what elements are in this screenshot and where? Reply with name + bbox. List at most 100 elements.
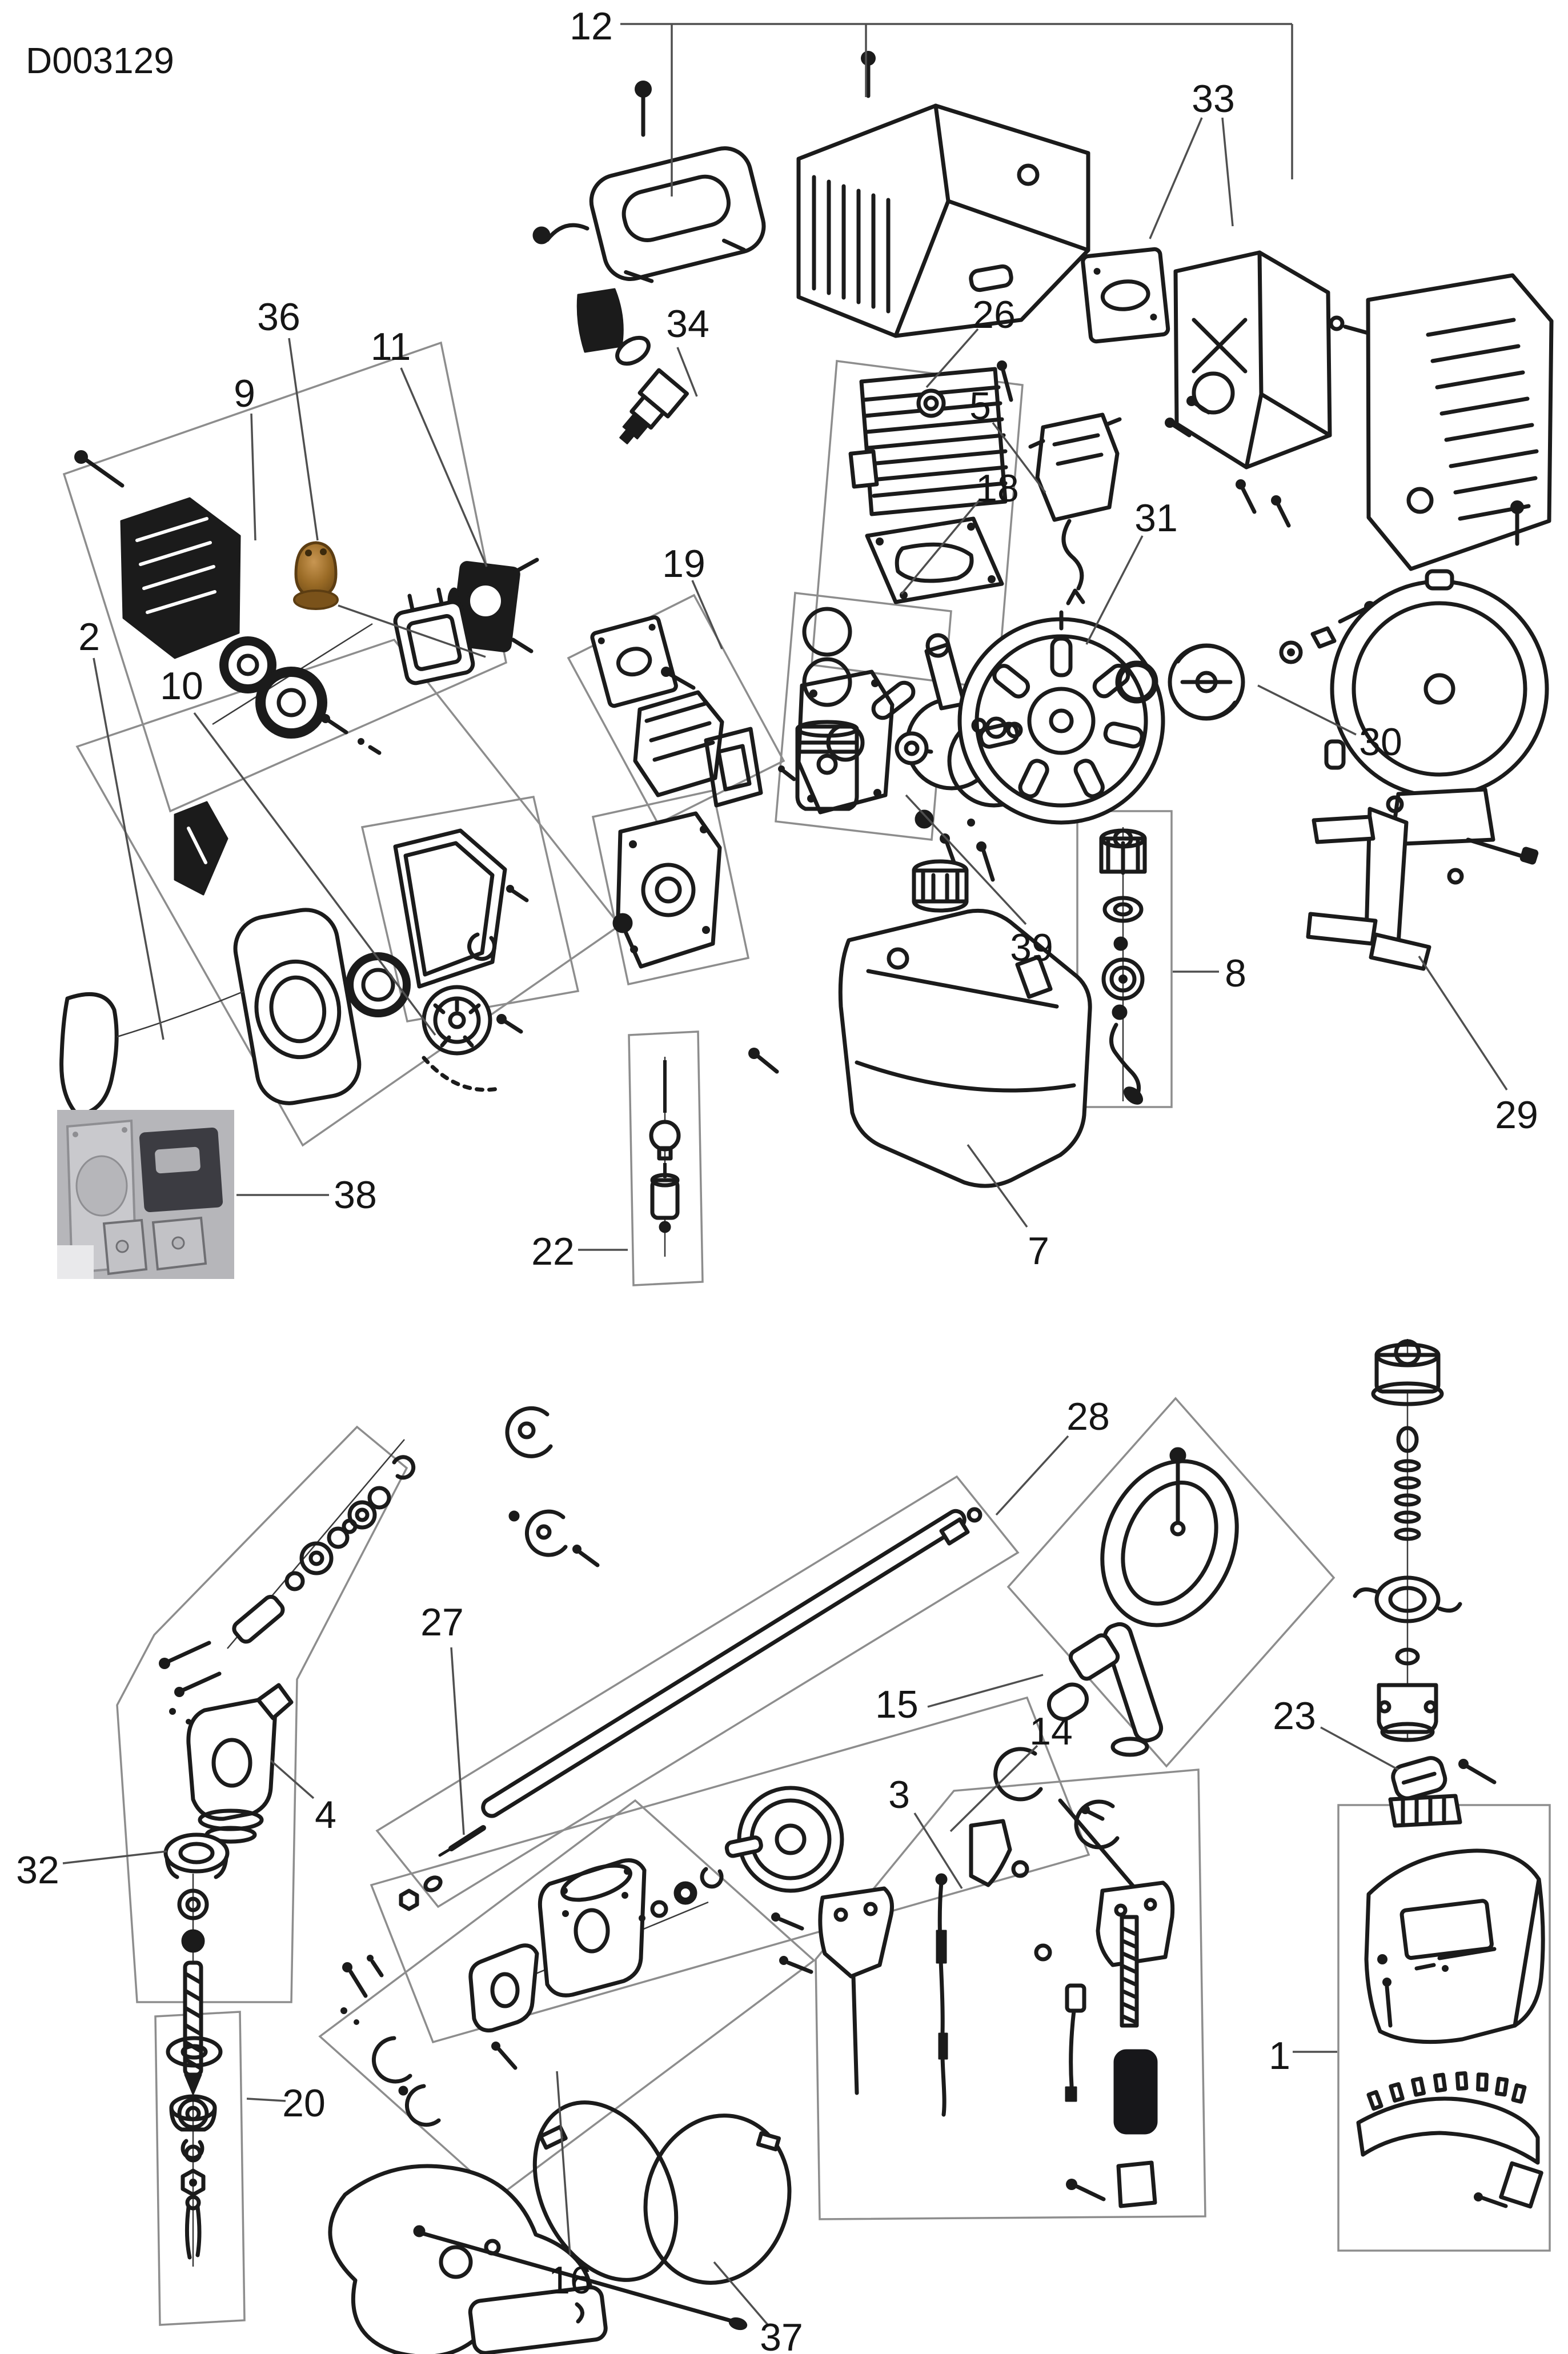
group-box-28: [375, 1475, 1020, 1908]
part-label-15-loop-handle: 15: [875, 1683, 919, 1726]
starter-pawl-drawing: [174, 801, 228, 896]
head-gasket-drawing: [865, 516, 1004, 604]
gear-head-drawing: [159, 1641, 294, 2267]
leader-line-23: [1320, 1726, 1399, 1771]
leader-line-26: [925, 328, 979, 388]
part-label-20-blade-fixing-kit: 20: [282, 2082, 326, 2125]
group-box-20: [154, 2011, 246, 2326]
blade-fixing-kit-drawing: [166, 2036, 223, 2260]
hanger-clamp-drawing: [505, 1406, 600, 1567]
throttle-control-drawing: [771, 1799, 1175, 2208]
gasket-set-photo: [57, 1110, 234, 1279]
leader-line-31: [1085, 535, 1144, 645]
starter-pulley-drawing: [422, 985, 523, 1092]
leader-line-33: [1149, 117, 1203, 239]
primer-bulb-drawing: [293, 541, 339, 610]
trimmer-head-drawing: [1353, 1339, 1462, 1742]
starter-housing-drawing: [233, 908, 362, 1105]
group-box-3: [815, 1768, 1206, 2220]
leader-line-10: [193, 712, 436, 1036]
ignition-module-drawing: [74, 450, 241, 659]
group-box-1: [1337, 1804, 1551, 2252]
part-label-37-shoulder-harness: 37: [760, 2316, 803, 2354]
crankcase-cover-drawing: [796, 669, 895, 815]
leader-line-11: [400, 367, 488, 567]
fuel-filter-drawing: [649, 1057, 681, 1257]
part-label-8-clutch-drum-kit: 8: [1225, 952, 1246, 995]
piston-screw-icon: [778, 765, 796, 781]
group-box-16: [318, 1799, 816, 2198]
cylinder-drawing: [848, 360, 1013, 516]
part-label-27-flexible-drive-shaft: 27: [420, 1601, 464, 1644]
group-box-14: [370, 1696, 1090, 2044]
part-label-28-drive-shaft-tube: 28: [1066, 1395, 1110, 1438]
coupler-kit-drawing: [340, 1858, 709, 2127]
part-label-18-piston-kit: 18: [976, 467, 1019, 510]
fan-cover-drawing: [1324, 500, 1549, 847]
gearhead-shaft-parts-drawing: [227, 1439, 416, 1649]
leader-line-3: [913, 1812, 963, 1889]
leader-line-37: [713, 2261, 770, 2327]
muffler-screws-icon: [1236, 479, 1291, 528]
part-label-29-support-bracket: 29: [1495, 1093, 1538, 1137]
part-label-39-crankcase-assembly: 39: [1010, 926, 1053, 969]
part-label-33-muffler-kit: 33: [1192, 77, 1235, 121]
part-label-3-throttle-control-assembly: 3: [888, 1773, 910, 1816]
leader-line-20: [246, 2098, 286, 2102]
part-label-19-intake-insulator-kit: 19: [662, 542, 705, 586]
group-box-4: [116, 1425, 408, 2003]
leader-line-36: [338, 604, 486, 658]
group-box-18: [775, 592, 952, 841]
leader-line-30: [1257, 684, 1357, 736]
clutch-housing-drawing: [639, 1786, 844, 1922]
leader-line-28: [995, 1435, 1069, 1516]
flange-washer-drawing: [163, 1832, 230, 1879]
leader-line-9: [250, 413, 256, 541]
part-label-5-ignition-coil: 5: [969, 384, 991, 428]
insulator-block-drawing: [633, 690, 724, 797]
engine-mount-drawing: [393, 587, 475, 685]
housing-screws-icon: [321, 714, 382, 755]
piston-drawing: [795, 720, 859, 811]
part-label-26-cylinder-kit: 26: [972, 293, 1016, 336]
part-label-10-starter-pulley: 10: [160, 664, 203, 708]
leader-line-5: [992, 422, 1046, 494]
part-label-14-clutch-drum-housing: 14: [1029, 1710, 1073, 1753]
insulator-plate-drawing: [590, 615, 678, 708]
group-box-15: [1006, 1397, 1336, 1768]
part-label-1-blade-guard: 1: [1269, 2034, 1290, 2078]
blade-guard-drawing: [1356, 1848, 1545, 2209]
leader-line-4: [270, 1759, 315, 1799]
leader-line-36: [288, 338, 319, 541]
starter-spring-drawing: [346, 952, 411, 1017]
leader-line-39: [905, 794, 1027, 925]
part-label-16-shaft-coupler-kit: 16: [548, 2259, 592, 2302]
part-label-7-fuel-tank: 7: [1028, 1229, 1049, 1273]
leader-lines-layer: [62, 23, 1508, 2327]
wrist-pin-drawing: [871, 680, 916, 720]
part-label-32-flange-washer: 32: [16, 1848, 59, 1892]
part-label-2-recoil-starter: 2: [78, 615, 100, 659]
part-label-38-gasket-set-photo: 38: [334, 1173, 377, 1217]
oil-seals-drawing: [219, 636, 327, 739]
starter-cup-drawing: [612, 811, 722, 969]
part-label-11-carburetor: 11: [371, 325, 411, 368]
part-label-12-engine-cover-set: 12: [570, 5, 613, 48]
part-label-31-flywheel: 31: [1134, 496, 1178, 540]
leader-line-19: [691, 580, 723, 649]
artwork-layer: D003129: [26, 40, 1554, 2354]
part-label-22-fuel-filter: 22: [531, 1230, 575, 1273]
part-label-23-shaft-clamp: 23: [1273, 1694, 1316, 1738]
spark-plug-drawing: [532, 223, 689, 444]
muffler-gasket-drawing: [1081, 247, 1170, 344]
group-box-9: [62, 341, 507, 813]
support-bracket-drawing: [1306, 795, 1539, 971]
carburetor-drawing: [447, 558, 539, 653]
flywheel-drawing: [957, 610, 1165, 825]
part-label-30-clutch-assembly: 30: [1359, 720, 1402, 764]
backplate-gasket-drawing: [393, 828, 529, 989]
leader-line-29: [1418, 956, 1508, 1090]
diagram-id: D003129: [26, 40, 174, 81]
